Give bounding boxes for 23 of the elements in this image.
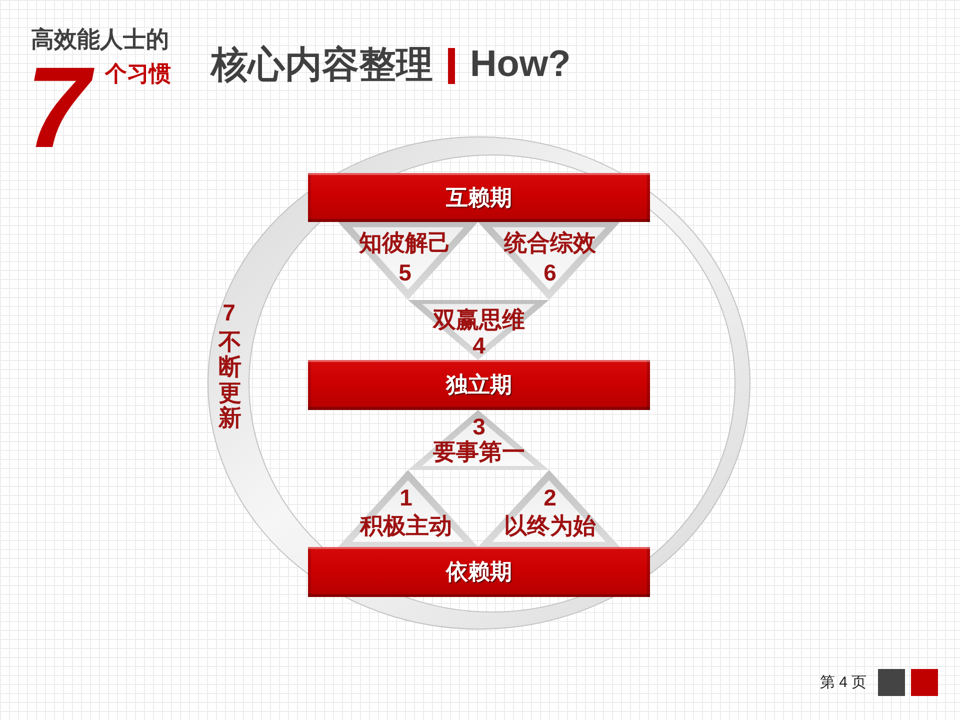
habit-number: 4 [472,333,486,359]
phase-label: 独立期 [446,372,512,398]
habit-name: 统合综效 [504,230,596,256]
page-number: 第 4 页 [820,675,867,692]
page-subtitle: How? [470,44,571,85]
habit-name: 要事第一 [433,439,525,465]
habit-number: 6 [544,260,556,286]
habit-name: 双赢思维 [433,307,525,333]
page-title: 核心内容整理 [211,45,433,86]
habit-name: 以终为始 [504,513,596,539]
phase-label: 依赖期 [446,560,512,584]
big-number: 7 [26,64,97,154]
habit-name: 知彼解己 [359,230,451,256]
habit-number: 2 [544,485,556,511]
phase-label: 互赖期 [446,185,512,210]
habit-number: 5 [398,260,412,286]
series-title: 高效能人士的 [31,27,169,52]
series-subtitle: 个习惯 [105,62,171,86]
ring-number: 7 [222,300,236,326]
habit-number: 3 [472,414,486,440]
habit-number: 1 [400,485,412,511]
ring-label: 不断更新 [218,329,242,431]
habit-name: 积极主动 [360,513,452,539]
